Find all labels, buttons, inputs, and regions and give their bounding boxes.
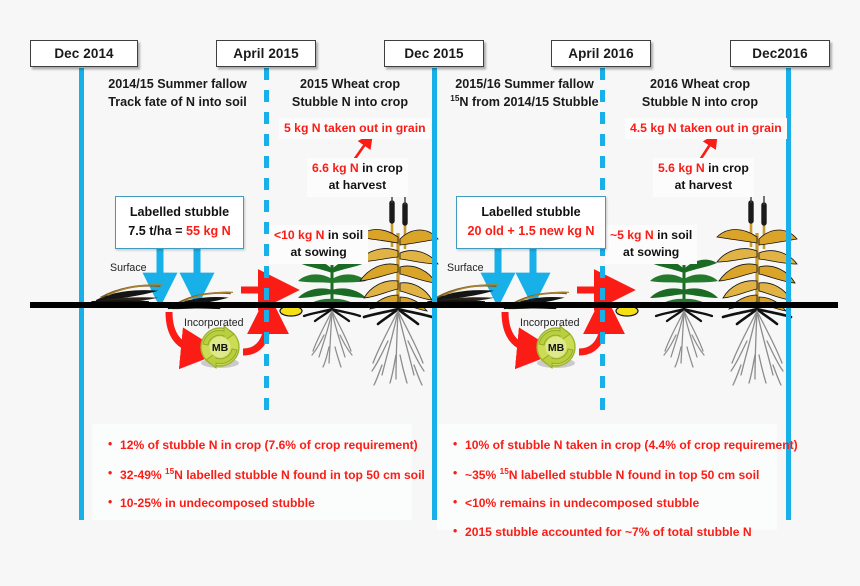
heading-line-1: 2016 Wheat crop: [649, 77, 751, 91]
finding-item: 32-49% 15N labelled stubble N found in t…: [108, 466, 425, 483]
callout-line-2: at sowing: [623, 245, 680, 260]
stubble-n-amount: 55 kg N: [185, 223, 231, 238]
callout-line-1: 5.6 kg N in crop: [658, 160, 749, 177]
callout-value: ~5 kg N: [610, 228, 654, 242]
finding-suffix: N labelled stubble N found in top 50 cm …: [174, 467, 425, 482]
callout-crop-n-2015: 6.6 kg N in crop at harvest: [307, 158, 408, 197]
callout-line-2: at harvest: [674, 178, 733, 193]
stubble-box-value: 7.5 t/ha = 55 kg N: [126, 222, 233, 241]
callout-value: 5.6 kg N: [658, 161, 705, 175]
finding-item: 12% of stubble N in crop (7.6% of crop r…: [108, 437, 418, 453]
findings-list-left: 12% of stubble N in crop (7.6% of crop r…: [108, 437, 425, 511]
findings-panel-right: 10% of stubble N taken in crop (4.4% of …: [437, 424, 798, 539]
callout-suffix: in soil: [653, 228, 693, 242]
callout-grain-removal-2016: 4.5 kg N taken out in grain: [625, 118, 787, 140]
callout-suffix: in crop: [358, 161, 403, 175]
findings-panel-left: 12% of stubble N in crop (7.6% of crop r…: [92, 424, 425, 520]
callout-line-2: at sowing: [290, 245, 347, 260]
callout-grain-removal-2015: 5 kg N taken out in grain: [279, 118, 431, 140]
labelled-stubble-box-2015[interactable]: Labelled stubble 20 old + 1.5 new kg N: [456, 196, 606, 249]
finding-prefix: 32-49%: [120, 467, 166, 482]
stubble-box-value: 20 old + 1.5 new kg N: [467, 222, 595, 241]
finding-item: 10% of stubble N taken in crop (4.4% of …: [453, 437, 798, 453]
date-box-dec-2016[interactable]: Dec2016: [730, 40, 830, 67]
labelled-stubble-box-2014[interactable]: Labelled stubble 7.5 t/ha = 55 kg N: [115, 196, 244, 249]
column-heading-summer-fallow-2014-15: 2014/15 Summer fallow Track fate of N in…: [90, 75, 265, 112]
date-label: April 2015: [233, 46, 299, 61]
callout-line-2: at harvest: [328, 178, 387, 193]
heading-line-1: 2015 Wheat crop: [299, 77, 401, 91]
callout-value: 4.5 kg N taken out in grain: [630, 121, 782, 135]
stubble-rate: 7.5 t/ha =: [128, 223, 186, 238]
stubble-n-amount: 20 old + 1.5 new kg N: [467, 223, 595, 238]
heading-line-1: 2015/16 Summer fallow: [455, 77, 594, 91]
date-box-dec-2015[interactable]: Dec 2015: [384, 40, 484, 67]
date-label: Dec 2015: [404, 46, 464, 61]
soil-surface-line: [30, 302, 838, 308]
finding-prefix: ~35%: [465, 467, 500, 482]
surface-label-right: Surface: [447, 262, 484, 274]
finding-item: 2015 stubble accounted for ~7% of total …: [453, 524, 763, 540]
date-box-april-2015[interactable]: April 2015: [216, 40, 316, 67]
stubble-box-title: Labelled stubble: [129, 205, 230, 219]
finding-suffix: N labelled stubble N found in top 50 cm …: [508, 467, 760, 482]
date-label: Dec 2014: [54, 46, 114, 61]
isotope-superscript: 15: [450, 94, 460, 104]
timeline-rule-dec-2016: [786, 68, 791, 520]
isotope-superscript: 15: [499, 466, 509, 476]
timeline-rule-dec-2015: [432, 68, 437, 520]
incorporated-label-left: Incorporated: [184, 317, 244, 329]
heading-line-2: Stubble N into crop: [291, 95, 409, 110]
date-box-april-2016[interactable]: April 2016: [551, 40, 651, 67]
heading-line-2: Stubble N into crop: [641, 95, 759, 110]
callout-suffix: in crop: [704, 161, 749, 175]
column-heading-summer-fallow-2015-16: 2015/16 Summer fallow 15N from 2014/15 S…: [437, 75, 612, 112]
date-label: Dec2016: [752, 46, 808, 61]
surface-label-left: Surface: [110, 262, 147, 274]
heading-line-2: 15N from 2014/15 Stubble: [437, 93, 612, 111]
heading-line-2-text: N from 2014/15 Stubble: [459, 95, 599, 110]
heading-line-2: Track fate of N into soil: [108, 95, 247, 110]
callout-soil-n-sowing-2015: <10 kg N in soil at sowing: [269, 225, 369, 264]
callout-suffix: in soil: [324, 228, 364, 242]
date-label: April 2016: [568, 46, 634, 61]
heading-line-1: 2014/15 Summer fallow: [108, 77, 247, 91]
finding-item: ~35% 15N labelled stubble N found in top…: [453, 466, 763, 483]
timeline-rule-april-2015: [264, 68, 269, 420]
stubble-box-title: Labelled stubble: [481, 205, 581, 219]
finding-item: 10-25% in undecomposed stubble: [108, 495, 398, 511]
column-heading-wheat-crop-2016: 2016 Wheat crop Stubble N into crop: [620, 75, 780, 112]
callout-value: 6.6 kg N: [312, 161, 359, 175]
timeline-rule-dec-2014: [79, 68, 84, 520]
callout-line-1: 6.6 kg N in crop: [312, 160, 403, 177]
column-heading-wheat-crop-2015: 2015 Wheat crop Stubble N into crop: [270, 75, 430, 112]
finding-item: <10% remains in undecomposed stubble: [453, 495, 763, 511]
date-box-dec-2014[interactable]: Dec 2014: [30, 40, 138, 67]
callout-line-1: ~5 kg N in soil: [610, 227, 692, 244]
callout-line-1: <10 kg N in soil: [274, 227, 363, 244]
callout-value: <10 kg N: [274, 228, 325, 242]
incorporated-label-right: Incorporated: [520, 317, 580, 329]
isotope-superscript: 15: [165, 466, 175, 476]
callout-crop-n-2016: 5.6 kg N in crop at harvest: [653, 158, 754, 197]
callout-value: 5 kg N taken out in grain: [284, 121, 426, 135]
callout-soil-n-sowing-2016: ~5 kg N in soil at sowing: [605, 225, 698, 264]
findings-list-right: 10% of stubble N taken in crop (4.4% of …: [453, 437, 798, 540]
